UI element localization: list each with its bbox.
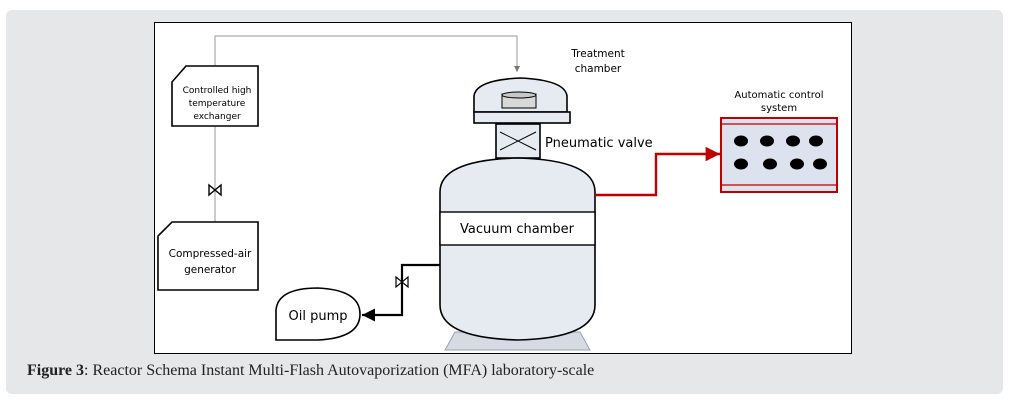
exchanger-label-3: exchanger bbox=[193, 112, 241, 122]
oil-pump: Oil pump bbox=[275, 287, 361, 341]
treatment-chamber: Treatment chamber bbox=[473, 48, 625, 124]
exchanger-label-2: temperature bbox=[189, 99, 246, 109]
oil-valve-icon bbox=[395, 275, 409, 289]
oil-pump-line bbox=[362, 263, 440, 322]
control-signal-line bbox=[595, 146, 720, 197]
caption-text: : Reactor Schema Instant Multi-Flash Aut… bbox=[84, 362, 595, 379]
vacuum-chamber-label: Vacuum chamber bbox=[460, 222, 575, 237]
steam-line bbox=[214, 35, 520, 222]
caption-label: Figure 3 bbox=[27, 362, 85, 379]
oil-pump-label: Oil pump bbox=[289, 309, 348, 324]
automatic-control-system: Automatic control system bbox=[720, 90, 838, 193]
compressed-air-label-2: generator bbox=[184, 264, 237, 276]
control-system-label-2: system bbox=[761, 103, 797, 114]
treatment-chamber-label-1: Treatment bbox=[570, 48, 624, 60]
figure-caption: Figure 3: Reactor Schema Instant Multi-F… bbox=[27, 362, 927, 380]
control-system-label-1: Automatic control bbox=[734, 90, 823, 101]
indicator-lights bbox=[734, 135, 827, 170]
exchanger-label-1: Controlled high bbox=[183, 86, 252, 96]
treatment-chamber-label-2: chamber bbox=[575, 63, 622, 75]
air-valve-icon bbox=[208, 183, 222, 197]
vacuum-chamber: Vacuum chamber bbox=[439, 157, 596, 351]
compressed-air-generator: Compressed-air generator bbox=[157, 221, 259, 291]
pneumatic-valve: Pneumatic valve bbox=[495, 123, 653, 159]
compressed-air-label-1: Compressed-air bbox=[169, 248, 252, 260]
pneumatic-valve-label: Pneumatic valve bbox=[545, 136, 653, 151]
heat-exchanger: Controlled high temperature exchanger bbox=[171, 65, 259, 127]
